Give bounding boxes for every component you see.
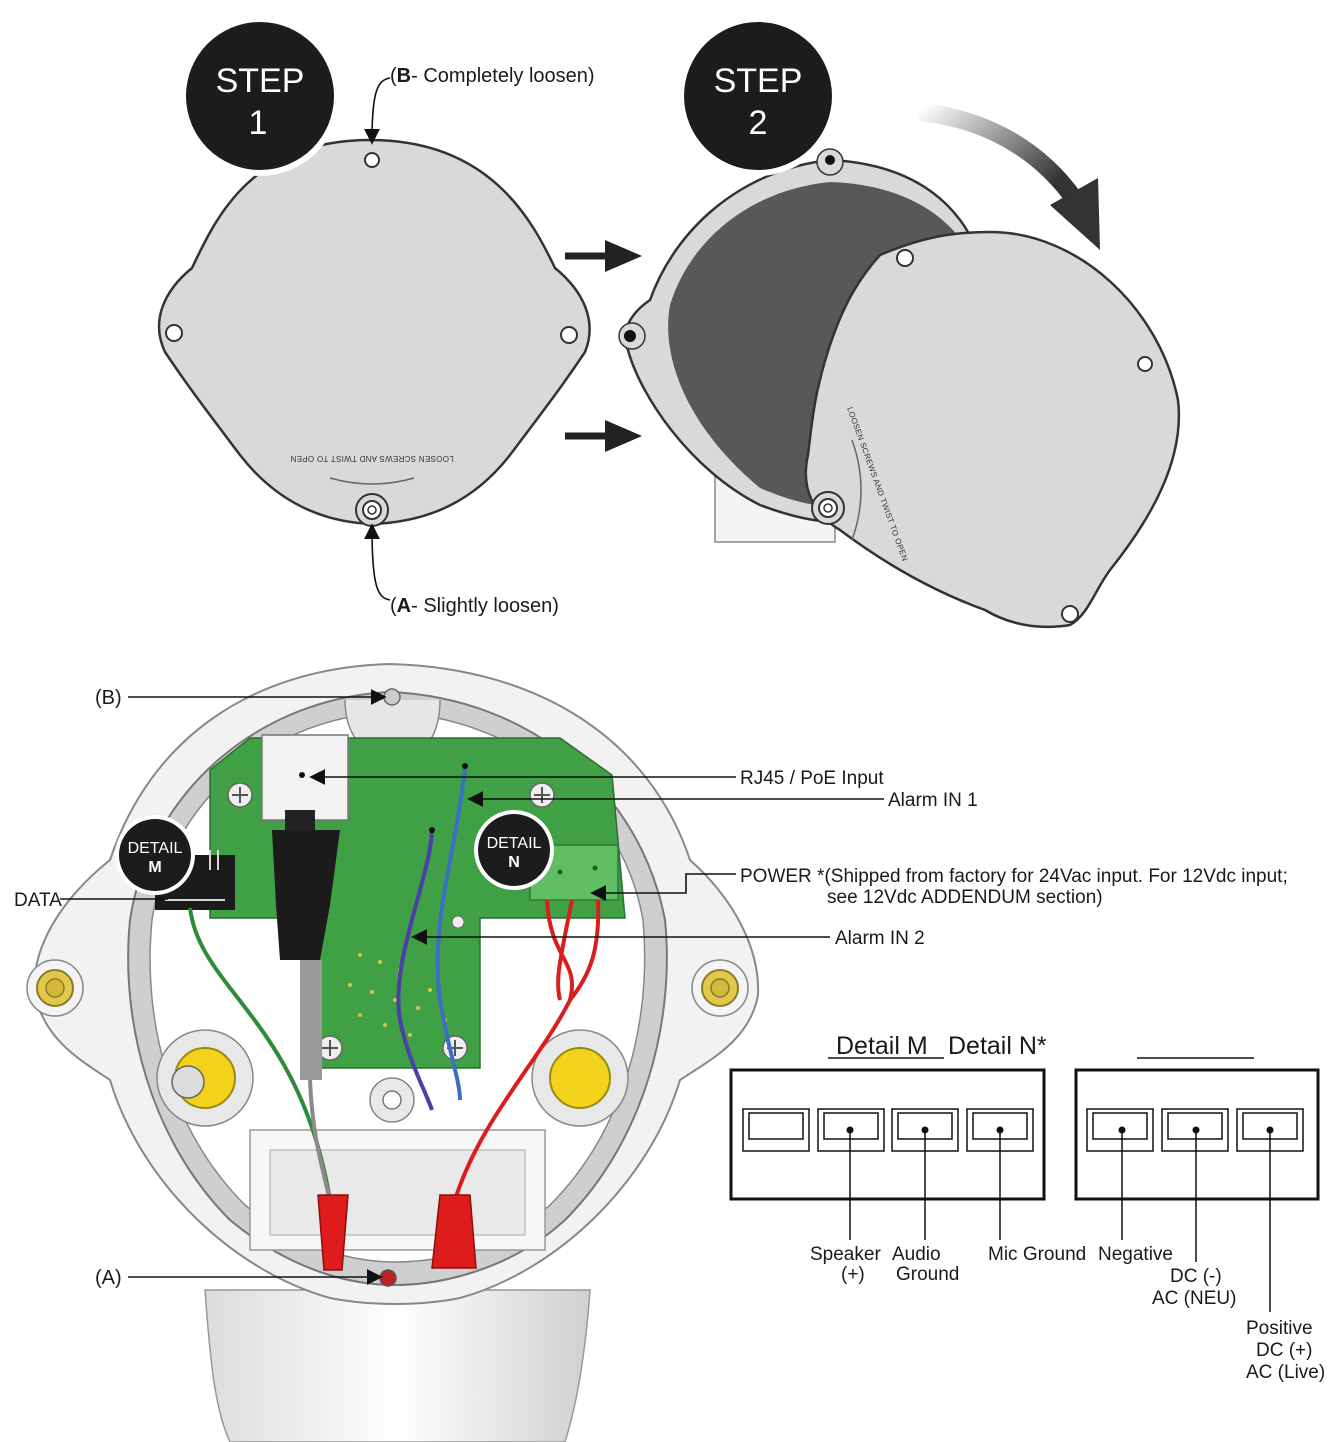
ethernet-cable xyxy=(300,960,322,1080)
label-speaker: Speaker xyxy=(810,1244,881,1265)
rotate-arrow-icon xyxy=(917,103,1100,250)
label-b: (B) xyxy=(95,687,122,709)
housing-screw-top xyxy=(825,155,835,165)
detail-m-badge xyxy=(119,819,191,891)
label-ac-live: AC (Live) xyxy=(1246,1362,1325,1383)
wire-nut-right xyxy=(431,1194,477,1269)
label-a: (A) xyxy=(95,1267,122,1289)
step2-cover: LOOSEN SCREWS AND TWIST TO OPEN xyxy=(804,230,1181,629)
label-alarm1: Alarm IN 1 xyxy=(888,790,978,811)
step2-badge: STEP 2 xyxy=(678,16,838,176)
label-dc-plus: DC (+) xyxy=(1256,1340,1312,1361)
alarm1-wire xyxy=(435,767,467,1101)
detail-n-badge xyxy=(478,814,550,886)
detail-m-badge-word: DETAIL xyxy=(128,840,183,857)
detail-n-badge-word: DETAIL xyxy=(487,835,542,852)
label-audio-ground: Ground xyxy=(896,1264,959,1285)
mounting-arm xyxy=(204,1289,591,1442)
step-arrows xyxy=(565,240,642,452)
label-power-line1: POWER *(Shipped from factory for 24Vac i… xyxy=(740,866,1288,887)
callout-b-text: - Completely loosen) xyxy=(411,65,594,87)
red-wire-1 xyxy=(453,899,574,1201)
step1-cover: LOOSEN SCREWS AND TWIST TO OPEN xyxy=(157,138,591,527)
rj45-plug xyxy=(272,830,340,960)
callout-b-letter: B xyxy=(397,65,411,87)
gray-wire xyxy=(308,1079,332,1201)
label-alarm2: Alarm IN 2 xyxy=(835,928,925,949)
detail-n-badge-letter: N xyxy=(508,854,520,871)
label-speaker-plus: (+) xyxy=(841,1264,865,1285)
step2-number: 2 xyxy=(749,104,768,142)
callout-a-paren: ( xyxy=(390,595,397,617)
interior-view: DETAIL M DETAIL N xyxy=(26,662,760,1442)
screw-a xyxy=(379,1269,397,1287)
label-ac-neu: AC (NEU) xyxy=(1152,1288,1236,1309)
label-mic-ground: Mic Ground xyxy=(988,1244,1086,1265)
label-negative: Negative xyxy=(1098,1244,1173,1265)
screw-b xyxy=(383,688,401,706)
label-power-line2: see 12Vdc ADDENDUM section) xyxy=(827,887,1103,908)
callout-b-paren: ( xyxy=(390,65,397,87)
twist-arc-icon xyxy=(329,477,415,485)
screw-b-hole xyxy=(364,152,380,168)
step1-badge: STEP 1 xyxy=(180,16,340,176)
step1-number: 1 xyxy=(249,104,268,142)
label-rj45: RJ45 / PoE Input xyxy=(740,768,884,789)
interior-callouts: (B) (A) DATA RJ45 / PoE Input Alarm IN 1… xyxy=(14,687,1288,1289)
label-positive: Positive xyxy=(1246,1318,1313,1339)
label-data: DATA xyxy=(14,890,62,911)
detail-diagrams: Detail M Detail N* xyxy=(729,1032,1325,1383)
callout-a-top: (A- Slightly loosen) xyxy=(364,523,559,617)
detail-m-badge-letter: M xyxy=(148,859,161,876)
cover-engraving-1: LOOSEN SCREWS AND TWIST TO OPEN xyxy=(290,454,453,463)
label-dc-minus: DC (-) xyxy=(1170,1266,1222,1287)
detail-m-title: Detail M xyxy=(836,1032,928,1060)
twist-arc-icon xyxy=(851,439,862,541)
step1-word: STEP xyxy=(216,62,305,100)
screw-left-hole xyxy=(165,324,183,342)
callout-a-text: - Slightly loosen) xyxy=(411,595,559,617)
wire-nut-left xyxy=(317,1194,349,1271)
label-audio: Audio xyxy=(892,1244,941,1265)
callout-b-top: (B- Completely loosen) xyxy=(364,65,595,145)
screw-right-hole xyxy=(560,326,578,344)
callout-a-letter: A xyxy=(397,595,411,617)
svg-text:(B- Completely loosen): (B- Completely loosen) xyxy=(390,65,595,87)
step2-cover-plate xyxy=(804,230,1181,629)
step1-cover-plate xyxy=(157,138,591,526)
svg-text:(A- Slightly loosen): (A- Slightly loosen) xyxy=(390,595,559,617)
gland-right xyxy=(549,1047,611,1109)
alarm2-wire xyxy=(396,829,434,1111)
housing-screw-left xyxy=(624,330,636,342)
detail-n-title: Detail N* xyxy=(948,1032,1047,1060)
red-wire-3 xyxy=(568,899,601,1002)
step2-word: STEP xyxy=(714,62,803,100)
red-wire-2 xyxy=(556,899,574,1001)
